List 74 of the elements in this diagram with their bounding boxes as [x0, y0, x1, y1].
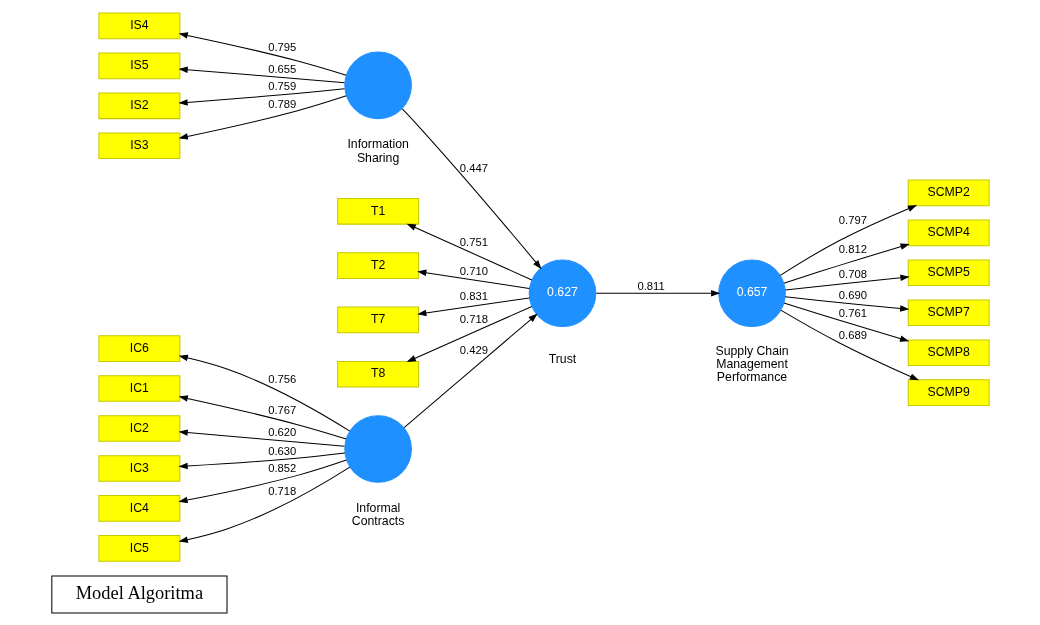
- edge-label: 0.789: [267, 97, 296, 110]
- edge-label: 0.718: [267, 484, 296, 497]
- edge-label: 0.689: [838, 328, 867, 341]
- edge-label: 0.759: [267, 79, 296, 92]
- arrow: [178, 94, 347, 140]
- edge-label: 0.690: [838, 288, 867, 301]
- node-circle: [343, 414, 412, 483]
- node-box: SCMP8: [907, 338, 990, 366]
- edge-label: 0.447: [459, 161, 488, 174]
- arrow: [178, 466, 350, 543]
- edge-label: 0.812: [838, 242, 867, 255]
- node-label: Trust: [548, 351, 576, 366]
- node-box: T8: [336, 360, 419, 388]
- node-box: Model Algoritma: [50, 575, 227, 613]
- arrow: [784, 295, 909, 312]
- node-box: IS2: [97, 92, 180, 119]
- arrow: [177, 452, 346, 469]
- node-box: IS3: [97, 131, 180, 159]
- arrow: [178, 31, 347, 76]
- node-box: SCMP5: [907, 259, 990, 286]
- node-label: Information Sharing: [346, 136, 409, 165]
- edge-label: 0.630: [267, 444, 296, 457]
- arrow: [401, 107, 542, 269]
- arrow: [177, 87, 345, 106]
- arrow: [416, 296, 530, 316]
- node-box: IC5: [97, 534, 180, 562]
- node-box: SCMP7: [907, 298, 990, 326]
- node-circle: 0.657: [717, 259, 786, 327]
- arrow: [784, 274, 910, 290]
- arrow: [177, 459, 347, 503]
- node-box: IC4: [97, 494, 180, 522]
- arrow: [416, 269, 530, 289]
- arrow: [178, 394, 347, 440]
- edge-label: 0.710: [459, 264, 488, 277]
- node-box: SCMP4: [907, 219, 990, 246]
- arrow: [178, 66, 345, 83]
- node-box: SCMP9: [907, 378, 990, 406]
- edge-label: 0.655: [267, 62, 296, 75]
- node-label: Informal Contracts: [351, 500, 404, 528]
- arrow: [595, 289, 720, 296]
- node-circle: [343, 51, 412, 119]
- edge-label: 0.756: [267, 372, 296, 385]
- node-box: T2: [336, 251, 419, 279]
- edge-label: 0.718: [459, 312, 488, 325]
- edge-label: 0.795: [267, 40, 296, 53]
- edge-label: 0.429: [459, 343, 488, 356]
- arrow: [779, 309, 919, 380]
- arrow: [779, 204, 917, 276]
- edge-label: 0.831: [459, 289, 488, 302]
- node-box: IC3: [97, 454, 180, 482]
- node-box: SCMP2: [907, 179, 990, 206]
- node-box: IS4: [97, 12, 180, 39]
- node-label: Supply Chain Management Performance: [714, 343, 789, 384]
- arrow: [782, 301, 909, 342]
- edge-label: 0.797: [838, 213, 867, 226]
- edge-label: 0.620: [267, 426, 296, 438]
- edge-label: 0.761: [838, 306, 867, 319]
- edge-label: 0.767: [267, 403, 296, 416]
- edge-label: 0.751: [459, 235, 488, 248]
- arrow: [178, 354, 350, 432]
- edge-label: 0.708: [838, 267, 867, 280]
- node-box: IC2: [97, 414, 180, 442]
- node-box: IS5: [97, 52, 180, 79]
- edge-label: 0.852: [267, 461, 296, 474]
- arrow: [406, 223, 532, 280]
- arrow: [406, 305, 532, 362]
- node-box: IC6: [97, 334, 180, 362]
- node-box: IC1: [97, 374, 180, 402]
- edge-label: 0.811: [636, 279, 665, 292]
- node-box: T1: [336, 197, 419, 225]
- node-box: T7: [336, 306, 419, 333]
- arrow: [178, 428, 345, 447]
- arrow: [782, 243, 910, 284]
- arrow: [403, 313, 538, 428]
